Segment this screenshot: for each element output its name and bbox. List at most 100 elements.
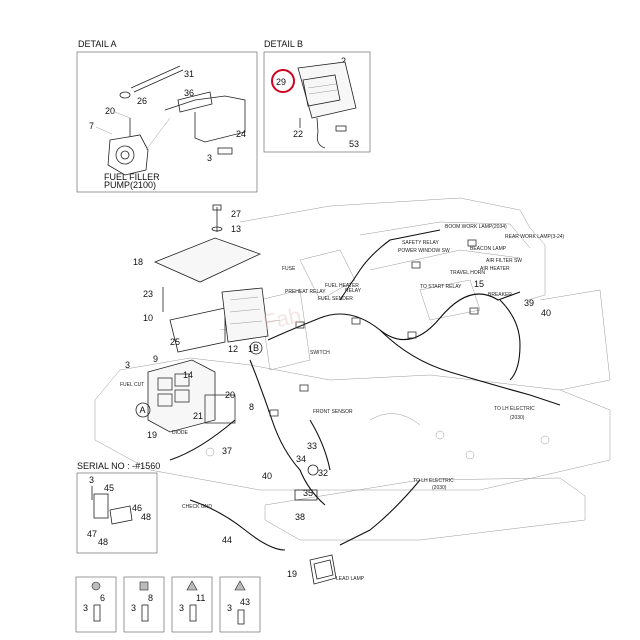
main-controller — [221, 287, 269, 343]
part-15: 15 — [474, 279, 484, 289]
triangle-symbol-icon — [186, 580, 198, 591]
harness-branch-lh — [379, 329, 561, 406]
harness-branch-up — [339, 229, 441, 301]
marker-b — [249, 341, 263, 355]
harness-tag-fuse: FUSE — [282, 266, 296, 272]
warning-symbol-icon — [234, 580, 246, 591]
part-29: 29 — [276, 77, 286, 87]
detail-b: DETAIL B 2 29 22 53 — [263, 39, 371, 153]
part-19-b: 19 — [287, 569, 297, 579]
harness-tag-front-sensor: FRONT SENSOR — [313, 409, 353, 415]
part-10: 10 — [143, 313, 153, 323]
part-33: 33 — [307, 441, 317, 451]
harness-tag-fuel-cut: FUEL CUT — [120, 382, 144, 388]
part-26: 26 — [137, 96, 147, 106]
part-48-a: 48 — [141, 512, 151, 522]
relay-box — [204, 394, 236, 424]
main-assembly: 27 13 18 23 10 25 3 9 14 12 1 20 8 21 19 — [94, 197, 611, 585]
mount-bracket — [169, 307, 226, 353]
to-start-relay: TO START RELAY — [420, 284, 462, 290]
detail-b-frame — [263, 51, 371, 153]
fuel-filler-pump — [107, 134, 149, 176]
serial-frame — [76, 472, 158, 554]
controller-plate — [297, 61, 357, 119]
part-8: 8 — [249, 402, 254, 412]
part-2: 2 — [341, 56, 346, 66]
part-40-a: 40 — [262, 471, 272, 481]
part-11: 11 — [196, 593, 205, 603]
harness-tag-power-window-sw: POWER WINDOW SW — [398, 248, 450, 254]
round-symbol-icon — [91, 581, 101, 591]
part-19-a: 19 — [147, 430, 157, 440]
highlight-circle — [271, 69, 295, 93]
harness-tag-lead-lamp: LEAD LAMP — [336, 576, 365, 582]
part-3-c: 3 — [89, 475, 94, 485]
marker-b-label: B — [253, 343, 259, 353]
part-13: 13 — [231, 224, 241, 234]
part-7-a: 7 — [89, 121, 94, 131]
harness-tag-preheat-relay: PREHEAT RELAY — [285, 289, 326, 295]
to-lh-electric-2: TO LH ELECTRIC — [413, 478, 454, 484]
part-46: 46 — [132, 503, 142, 513]
harness-tag-check-gnd: CHECK GND — [182, 504, 212, 510]
part-38: 38 — [295, 512, 305, 522]
detail-a-frame — [76, 51, 258, 193]
marker-a — [135, 402, 151, 418]
part-23: 23 — [143, 289, 153, 299]
part-14: 14 — [183, 370, 193, 380]
harness-branch-down — [249, 359, 326, 506]
part-8-b: 8 — [148, 593, 153, 603]
part-36: 36 — [184, 88, 194, 98]
part-3-a: 3 — [207, 153, 212, 163]
part-45: 45 — [104, 483, 114, 493]
part-32: 32 — [318, 468, 328, 478]
harness-tag-fuel-sender: FUEL SENDER — [318, 296, 353, 302]
part-3-b: 3 — [125, 360, 130, 370]
harness-tag-air-filter-sw: AIR FILTER SW — [486, 258, 522, 264]
part-27: 27 — [231, 209, 241, 219]
watermark: Fab — [261, 303, 303, 335]
fuel-pump-caption-1: FUEL FILLER — [104, 172, 160, 182]
harness-tag-beacon-lamp: BEACON LAMP — [470, 246, 507, 252]
work-lamp — [309, 554, 337, 585]
to-lh-electric-1: TO LH ELECTRIC — [494, 406, 535, 412]
part-40-b: 40 — [541, 308, 551, 318]
harness-tag-fuel-heater: FUEL HEATER — [325, 283, 359, 289]
serial-title: SERIAL NO : -#1560 — [77, 461, 160, 471]
controller-unit — [302, 74, 341, 107]
part-48-b: 48 — [98, 537, 108, 547]
harness-tag-travel-horn: TRAVEL HORN — [450, 270, 485, 276]
part-24: 24 — [236, 129, 246, 139]
part-31: 31 — [184, 69, 194, 79]
chassis — [94, 357, 611, 491]
fuel-pump-caption-2: PUMP(2100) — [104, 180, 156, 190]
part-3-d: 3 — [83, 603, 88, 613]
serial-detail: SERIAL NO : -#1560 3 45 46 48 47 48 — [76, 461, 160, 554]
detail-b-title: DETAIL B — [264, 39, 303, 49]
part-53: 53 — [349, 139, 359, 149]
clamp — [119, 91, 131, 99]
part-3-e: 3 — [131, 603, 136, 613]
marker-a-label: A — [140, 405, 146, 415]
part-6: 6 — [100, 593, 105, 603]
part-3-f: 3 — [179, 603, 184, 613]
harness-tag-diode: DIODE — [172, 430, 189, 436]
lower-frame — [264, 477, 586, 541]
harness-tag-relay: RELAY — [345, 288, 362, 294]
part-39: 39 — [524, 298, 534, 308]
part-37: 37 — [222, 446, 232, 456]
detail-a: DETAIL A 31 26 36 24 20 7 3 FUEL FILLER … — [76, 39, 258, 193]
part-3-g: 3 — [227, 603, 232, 613]
bracket — [164, 95, 246, 143]
part-20-a: 20 — [105, 106, 115, 116]
to-lh-electric-2-code: (2030) — [432, 485, 447, 491]
pipe — [130, 65, 181, 89]
cover-plate — [153, 237, 262, 283]
part-34: 34 — [296, 454, 306, 464]
harness-tag-boom-work-lamp: BOOM WORK LAMP(2034) — [445, 224, 507, 230]
harness-tag-breaker: BREAKER — [488, 292, 512, 298]
part-9: 9 — [153, 354, 158, 364]
bottom-variants: 3 6 3 8 3 11 3 43 — [75, 576, 261, 633]
part-1: 1 — [248, 344, 253, 354]
